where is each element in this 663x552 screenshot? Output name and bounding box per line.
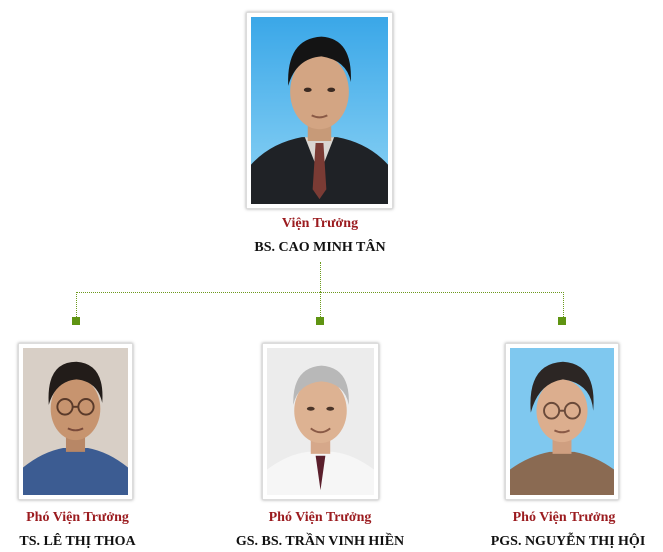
deputy-name-label-3: PGS. NGUYỄN THỊ HỘI: [490, 534, 646, 549]
connector-branch-center: [320, 292, 321, 317]
director-role-label: Viện Trưởng: [281, 216, 359, 231]
director-photo: [246, 12, 393, 209]
portrait-photo-icon: [23, 348, 128, 495]
portrait-photo-icon: [251, 17, 388, 204]
director-name-label: BS. CAO MINH TÂN: [254, 240, 386, 255]
connector-node-center: [316, 317, 324, 325]
deputy-name-label-1: TS. LÊ THỊ THOA: [19, 534, 136, 549]
portrait-photo-icon: [510, 348, 614, 495]
connector-node-right: [558, 317, 566, 325]
connector-branch-right: [563, 292, 564, 317]
connector-node-left: [72, 317, 80, 325]
deputy-name-label-2: GS. BS. TRẦN VINH HIỀN: [235, 534, 405, 549]
deputy-role-label-1: Phó Viện Trưởng: [26, 510, 129, 525]
deputy-role-label-3: Phó Viện Trưởng: [512, 510, 616, 525]
connector-branch-left: [76, 292, 77, 317]
deputy-photo-3: [505, 343, 619, 500]
deputy-role-label-2: Phó Viện Trưởng: [268, 510, 372, 525]
deputy-photo-2: [262, 343, 379, 500]
connector-trunk: [320, 262, 321, 292]
portrait-photo-icon: [267, 348, 374, 495]
deputy-photo-1: [18, 343, 133, 500]
